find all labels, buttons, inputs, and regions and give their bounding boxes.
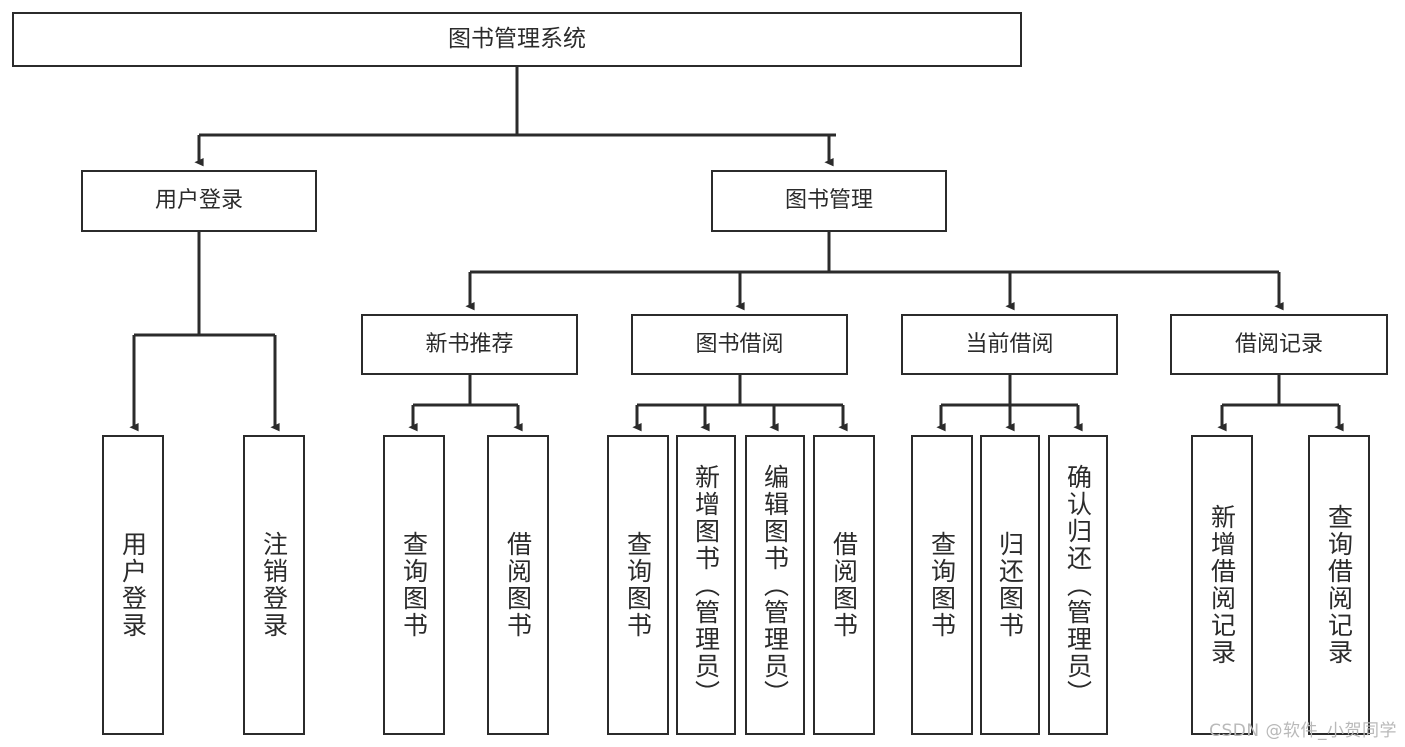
node-borrow-record[interactable]: 借阅记录	[1170, 314, 1388, 375]
node-label: 借阅记录	[1234, 331, 1323, 357]
node-label: 新书推荐	[425, 331, 514, 357]
node-book-borrow[interactable]: 图书借阅	[631, 314, 848, 375]
leaf-text-wrap: 新增借阅记录	[1193, 437, 1251, 733]
node-label: 用户登录	[118, 531, 148, 639]
leaf-text-wrap: 用户登录	[104, 437, 162, 733]
leaf-query-book-current[interactable]: 查询图书	[911, 435, 973, 735]
node-book-management[interactable]: 图书管理	[711, 170, 947, 232]
leaf-return-book[interactable]: 归还图书	[980, 435, 1040, 735]
leaf-text-wrap: 查询图书	[385, 437, 443, 733]
leaf-text-wrap: 查询图书	[913, 437, 971, 733]
leaf-text-wrap: 新增图书（管理员）	[678, 437, 734, 733]
node-label: 编辑图书（管理员）	[760, 463, 790, 707]
node-label: 图书管理	[784, 188, 873, 214]
node-label: 图书借阅	[695, 331, 784, 357]
leaf-query-book-borrow[interactable]: 查询图书	[607, 435, 669, 735]
node-label: 新增借阅记录	[1207, 504, 1237, 666]
node-label: 借阅图书	[829, 531, 859, 639]
node-label: 当前借阅	[965, 331, 1054, 357]
leaf-edit-book-admin[interactable]: 编辑图书（管理员）	[745, 435, 805, 735]
node-label: 查询借阅记录	[1324, 504, 1354, 666]
leaf-query-borrow-record[interactable]: 查询借阅记录	[1308, 435, 1370, 735]
node-label: 归还图书	[995, 531, 1025, 639]
leaf-text-wrap: 编辑图书（管理员）	[747, 437, 803, 733]
csdn-watermark: CSDN @软件_小贺同学	[1209, 721, 1397, 741]
node-label: 确认归还（管理员）	[1063, 463, 1093, 707]
leaf-borrow-book-recommend[interactable]: 借阅图书	[487, 435, 549, 735]
node-label: 新增图书（管理员）	[691, 463, 721, 707]
leaf-user-login[interactable]: 用户登录	[102, 435, 164, 735]
leaf-text-wrap: 查询图书	[609, 437, 667, 733]
node-label: 查询图书	[927, 531, 957, 639]
node-label: 查询图书	[399, 531, 429, 639]
leaf-confirm-return-admin[interactable]: 确认归还（管理员）	[1048, 435, 1108, 735]
leaf-borrow-book[interactable]: 借阅图书	[813, 435, 875, 735]
leaf-text-wrap: 确认归还（管理员）	[1050, 437, 1106, 733]
node-root-system[interactable]: 图书管理系统	[12, 12, 1022, 67]
leaf-text-wrap: 借阅图书	[489, 437, 547, 733]
node-label: 查询图书	[623, 531, 653, 639]
node-label: 注销登录	[259, 531, 289, 639]
node-label: 借阅图书	[503, 531, 533, 639]
node-label: 用户登录	[154, 188, 243, 214]
leaf-add-borrow-record[interactable]: 新增借阅记录	[1191, 435, 1253, 735]
leaf-logout[interactable]: 注销登录	[243, 435, 305, 735]
node-new-book-recommend[interactable]: 新书推荐	[361, 314, 578, 375]
leaf-text-wrap: 注销登录	[245, 437, 303, 733]
node-current-borrow[interactable]: 当前借阅	[901, 314, 1118, 375]
leaf-text-wrap: 归还图书	[982, 437, 1038, 733]
node-user-login[interactable]: 用户登录	[81, 170, 317, 232]
leaf-text-wrap: 借阅图书	[815, 437, 873, 733]
node-label: 图书管理系统	[448, 25, 586, 52]
leaf-query-book-recommend[interactable]: 查询图书	[383, 435, 445, 735]
leaf-add-book-admin[interactable]: 新增图书（管理员）	[676, 435, 736, 735]
leaf-text-wrap: 查询借阅记录	[1310, 437, 1368, 733]
